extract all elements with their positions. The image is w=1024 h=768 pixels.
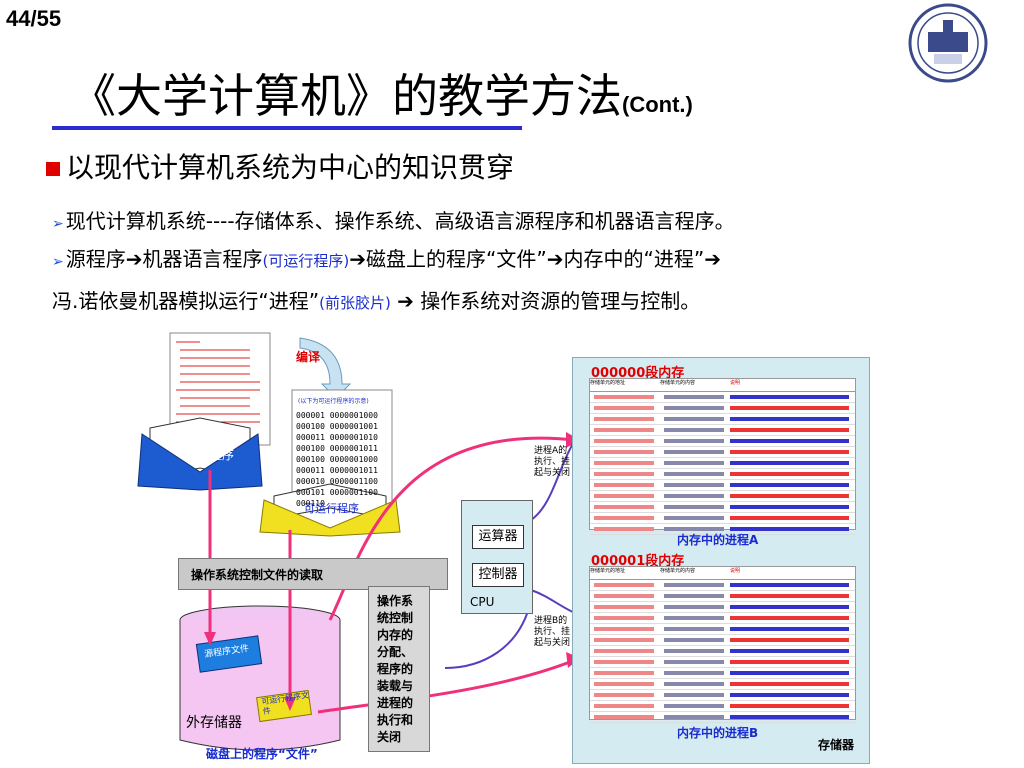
bullet-square-icon [46,162,60,176]
memory-row [590,602,855,613]
cpu-box: 运算器 控制器 CPU [461,500,533,614]
memory-row [590,712,855,723]
arrow-right-icon: ➔ [397,289,414,313]
memory-row [590,635,855,646]
line2-file: 磁盘上的程序“文件” [365,247,547,271]
line2-process: 内存中的“进程” [563,247,705,271]
line3-note: (前张胶片) [319,294,391,312]
exec-book-cover [259,499,401,537]
segment-b-title: 000001段内存 [591,554,685,569]
disk-source-file-icon [195,635,263,673]
memory-row [590,513,855,524]
line3-vonneumann: 冯.诺依曼机器模拟运行“进程” [52,289,320,313]
line1-text: 现代计算机系统----存储体系、操作系统、高级语言源程序和机器语言程序。 [65,209,735,233]
memory-label: 存储器 [818,738,855,752]
memory-row [590,679,855,690]
memory-row [590,624,855,635]
memory-row [590,458,855,469]
line2-machine: 机器语言程序 [142,247,263,271]
binary-row: 000001 0000001000 [296,411,378,420]
title-underline [52,126,522,130]
source-book-cover [137,433,263,491]
segment-b-header: 存储单元的地址 存储单元的内容 说明 [590,567,855,580]
memory-row [590,425,855,436]
segment-b-rows [590,580,855,723]
line2-note: (可运行程序) [262,252,350,270]
process-a-note: 进程A的执行、挂起与关闭 [534,446,571,478]
line2-source: 源程序 [65,247,126,271]
process-b-caption: 内存中的进程B [677,726,759,740]
segment-a-table: 存储单元的地址 存储单元的内容 说明 [589,378,856,535]
binary-row: 000011 0000001010 [296,433,378,442]
segment-a-title: 000000段内存 [591,366,685,381]
exec-page-header: (以下为可运行程序的示意) [298,398,369,405]
source-book-label: 源程序 [198,448,235,462]
disk-label: 外存储器 [186,715,242,731]
arrow-right-icon: ➔ [125,247,143,271]
arrow-right-icon: ➔ [349,247,366,271]
subheading-text: 以现代计算机系统为中心的知识贯穿 [66,151,515,184]
memory-row [590,657,855,668]
arrow-right-icon: ➔ [546,247,564,271]
exec-book-label: 可运行程序 [304,502,359,515]
memory-row [590,701,855,712]
segment-a-rows [590,392,855,535]
memory-row [590,447,855,458]
title-suffix: (Cont.) [622,92,693,117]
memory-row [590,668,855,679]
process-a-caption: 内存中的进程A [677,533,759,547]
alu-unit: 运算器 [472,525,524,549]
control-unit: 控制器 [472,563,524,587]
binary-row: 000010 0000001100 [296,477,378,486]
bullet-triangle-icon: ➢ [52,254,64,270]
memory-row [590,480,855,491]
memory-panel: 000000段内存 存储单元的地址 存储单元的内容 说明 内存中的进程A 000… [572,357,870,764]
os-read-control-box: 操作系统控制文件的读取 [178,558,448,590]
segment-b-table: 存储单元的地址 存储单元的内容 说明 [589,566,856,723]
system-diagram [137,332,611,751]
memory-row [590,403,855,414]
subheading: 以现代计算机系统为中心的知识贯穿 [46,146,514,186]
source-code-lines [176,341,260,423]
compile-arrow [299,337,352,399]
memory-row [590,502,855,513]
binary-row: 000100 0000001011 [296,444,378,453]
binary-row: 000011 0000001011 [296,466,378,475]
memory-row [590,591,855,602]
memory-row [590,469,855,480]
page-number: 44/55 [6,6,62,31]
memory-row [590,491,855,502]
compile-label: 编译 [296,350,321,364]
memory-row [590,613,855,624]
binary-code-list: 000001 0000001000 000100 0000001001 000011… [296,410,378,509]
disk-caption: 磁盘上的程序“文件” [206,747,318,761]
segment-a-header: 存储单元的地址 存储单元的内容 说明 [590,379,855,392]
bullet-line-2: ➢源程序➔机器语言程序(可运行程序)➔磁盘上的程序“文件”➔内存中的“进程”➔ [52,243,721,272]
process-b-note: 进程B的执行、挂起与关闭 [534,616,571,648]
memory-row [590,392,855,403]
bullet-triangle-icon: ➢ [52,216,64,232]
memory-row [590,524,855,535]
line3-os: 操作系统对资源的管理与控制。 [420,289,701,313]
memory-row [590,436,855,447]
memory-row [590,646,855,657]
binary-row: 000100 0000001000 [296,455,378,464]
memory-row [590,580,855,591]
binary-row: 000101 0000001100 [296,488,378,497]
slide-title: 《大学计算机》的教学方法(Cont.) [70,60,693,126]
disk-exec-file-icon [256,689,312,723]
university-logo [908,3,988,83]
memory-row [590,414,855,425]
bullet-line-1: ➢现代计算机系统----存储体系、操作系统、高级语言源程序和机器语言程序。 [52,205,735,234]
cpu-label: CPU [470,595,495,609]
arrow-right-icon: ➔ [704,247,721,271]
binary-row: 000100 0000001001 [296,422,378,431]
os-memory-control-box: 操作系统控制内存的分配、程序的装载与进程的执行和关闭 [368,586,430,752]
title-main: 《大学计算机》的教学方法 [70,69,622,123]
binary-row: 000110 [296,499,325,508]
bullet-line-3: 冯.诺依曼机器模拟运行“进程”(前张胶片) ➔ 操作系统对资源的管理与控制。 [52,285,700,314]
memory-row [590,690,855,701]
